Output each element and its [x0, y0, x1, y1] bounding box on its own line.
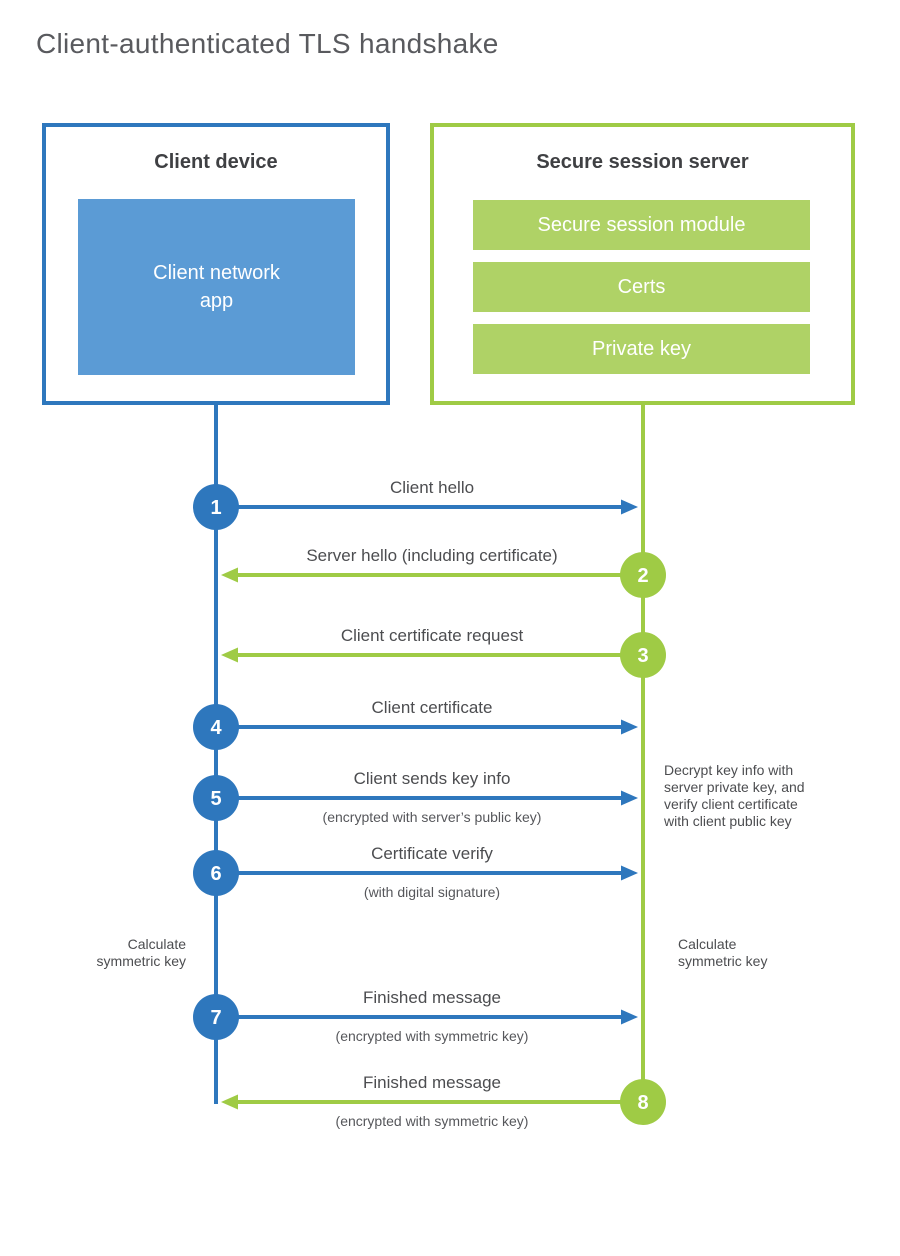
note-calculate-symmetric-key-client: Calculate symmetric key [96, 936, 186, 970]
diagram-title: Client-authenticated TLS handshake [36, 28, 499, 59]
step-8-sublabel: (encrypted with symmetric key) [335, 1113, 529, 1129]
step-5-number: 5 [210, 788, 221, 810]
client-device-title: Client device [154, 151, 278, 173]
step-1-label: Client hello [389, 478, 475, 497]
client-network-app-box: Client network app [78, 199, 355, 375]
step-1-number: 1 [210, 497, 221, 519]
step-7-sublabel: (encrypted with symmetric key) [335, 1028, 529, 1044]
step-2-number: 2 [637, 565, 648, 587]
step-1-arrowhead [621, 499, 638, 515]
step-7-number: 7 [210, 1007, 221, 1029]
step-4-arrowhead [621, 719, 638, 735]
step-4-label: Client certificate [371, 698, 493, 717]
private-key-box: Private key [473, 324, 810, 374]
step-5-arrowhead [621, 790, 638, 806]
step-3-circle [620, 632, 666, 678]
step-6-label: Certificate verify [371, 844, 493, 863]
step-6-arrowhead [621, 865, 638, 881]
step-5-label: Client sends key info [353, 769, 511, 788]
note-calculate-symmetric-key-server: Calculate symmetric key [678, 936, 768, 970]
step-3-arrowhead [221, 647, 238, 663]
step-8-arrowhead [221, 1094, 238, 1110]
step-6-sublabel: (with digital signature) [363, 884, 501, 900]
step-4-circle [193, 704, 239, 750]
step-8-label: Finished message [363, 1073, 501, 1092]
step-3-label: Client certificate request [340, 626, 524, 645]
certs-box: Certs [473, 262, 810, 312]
secure-session-module-box: Secure session module [473, 200, 810, 250]
note-decrypt-key-info: Decrypt key info with server private key… [664, 762, 805, 830]
step-7-circle [193, 994, 239, 1040]
step-6-number: 6 [210, 863, 221, 885]
step-1-circle [193, 484, 239, 530]
step-6-circle [193, 850, 239, 896]
step-8-circle [620, 1079, 666, 1125]
step-4-number: 4 [210, 717, 222, 739]
step-7-arrowhead [621, 1009, 638, 1025]
step-2-circle [620, 552, 666, 598]
step-8-number: 8 [637, 1092, 648, 1114]
step-3-number: 3 [637, 645, 648, 667]
step-5-sublabel: (encrypted with server’s public key) [322, 809, 542, 825]
step-7-label: Finished message [363, 988, 501, 1007]
step-2-label: Server hello (including certificate) [306, 546, 558, 565]
secure-session-server-title: Secure session server [536, 151, 749, 173]
step-5-circle [193, 775, 239, 821]
step-2-arrowhead [221, 567, 238, 583]
